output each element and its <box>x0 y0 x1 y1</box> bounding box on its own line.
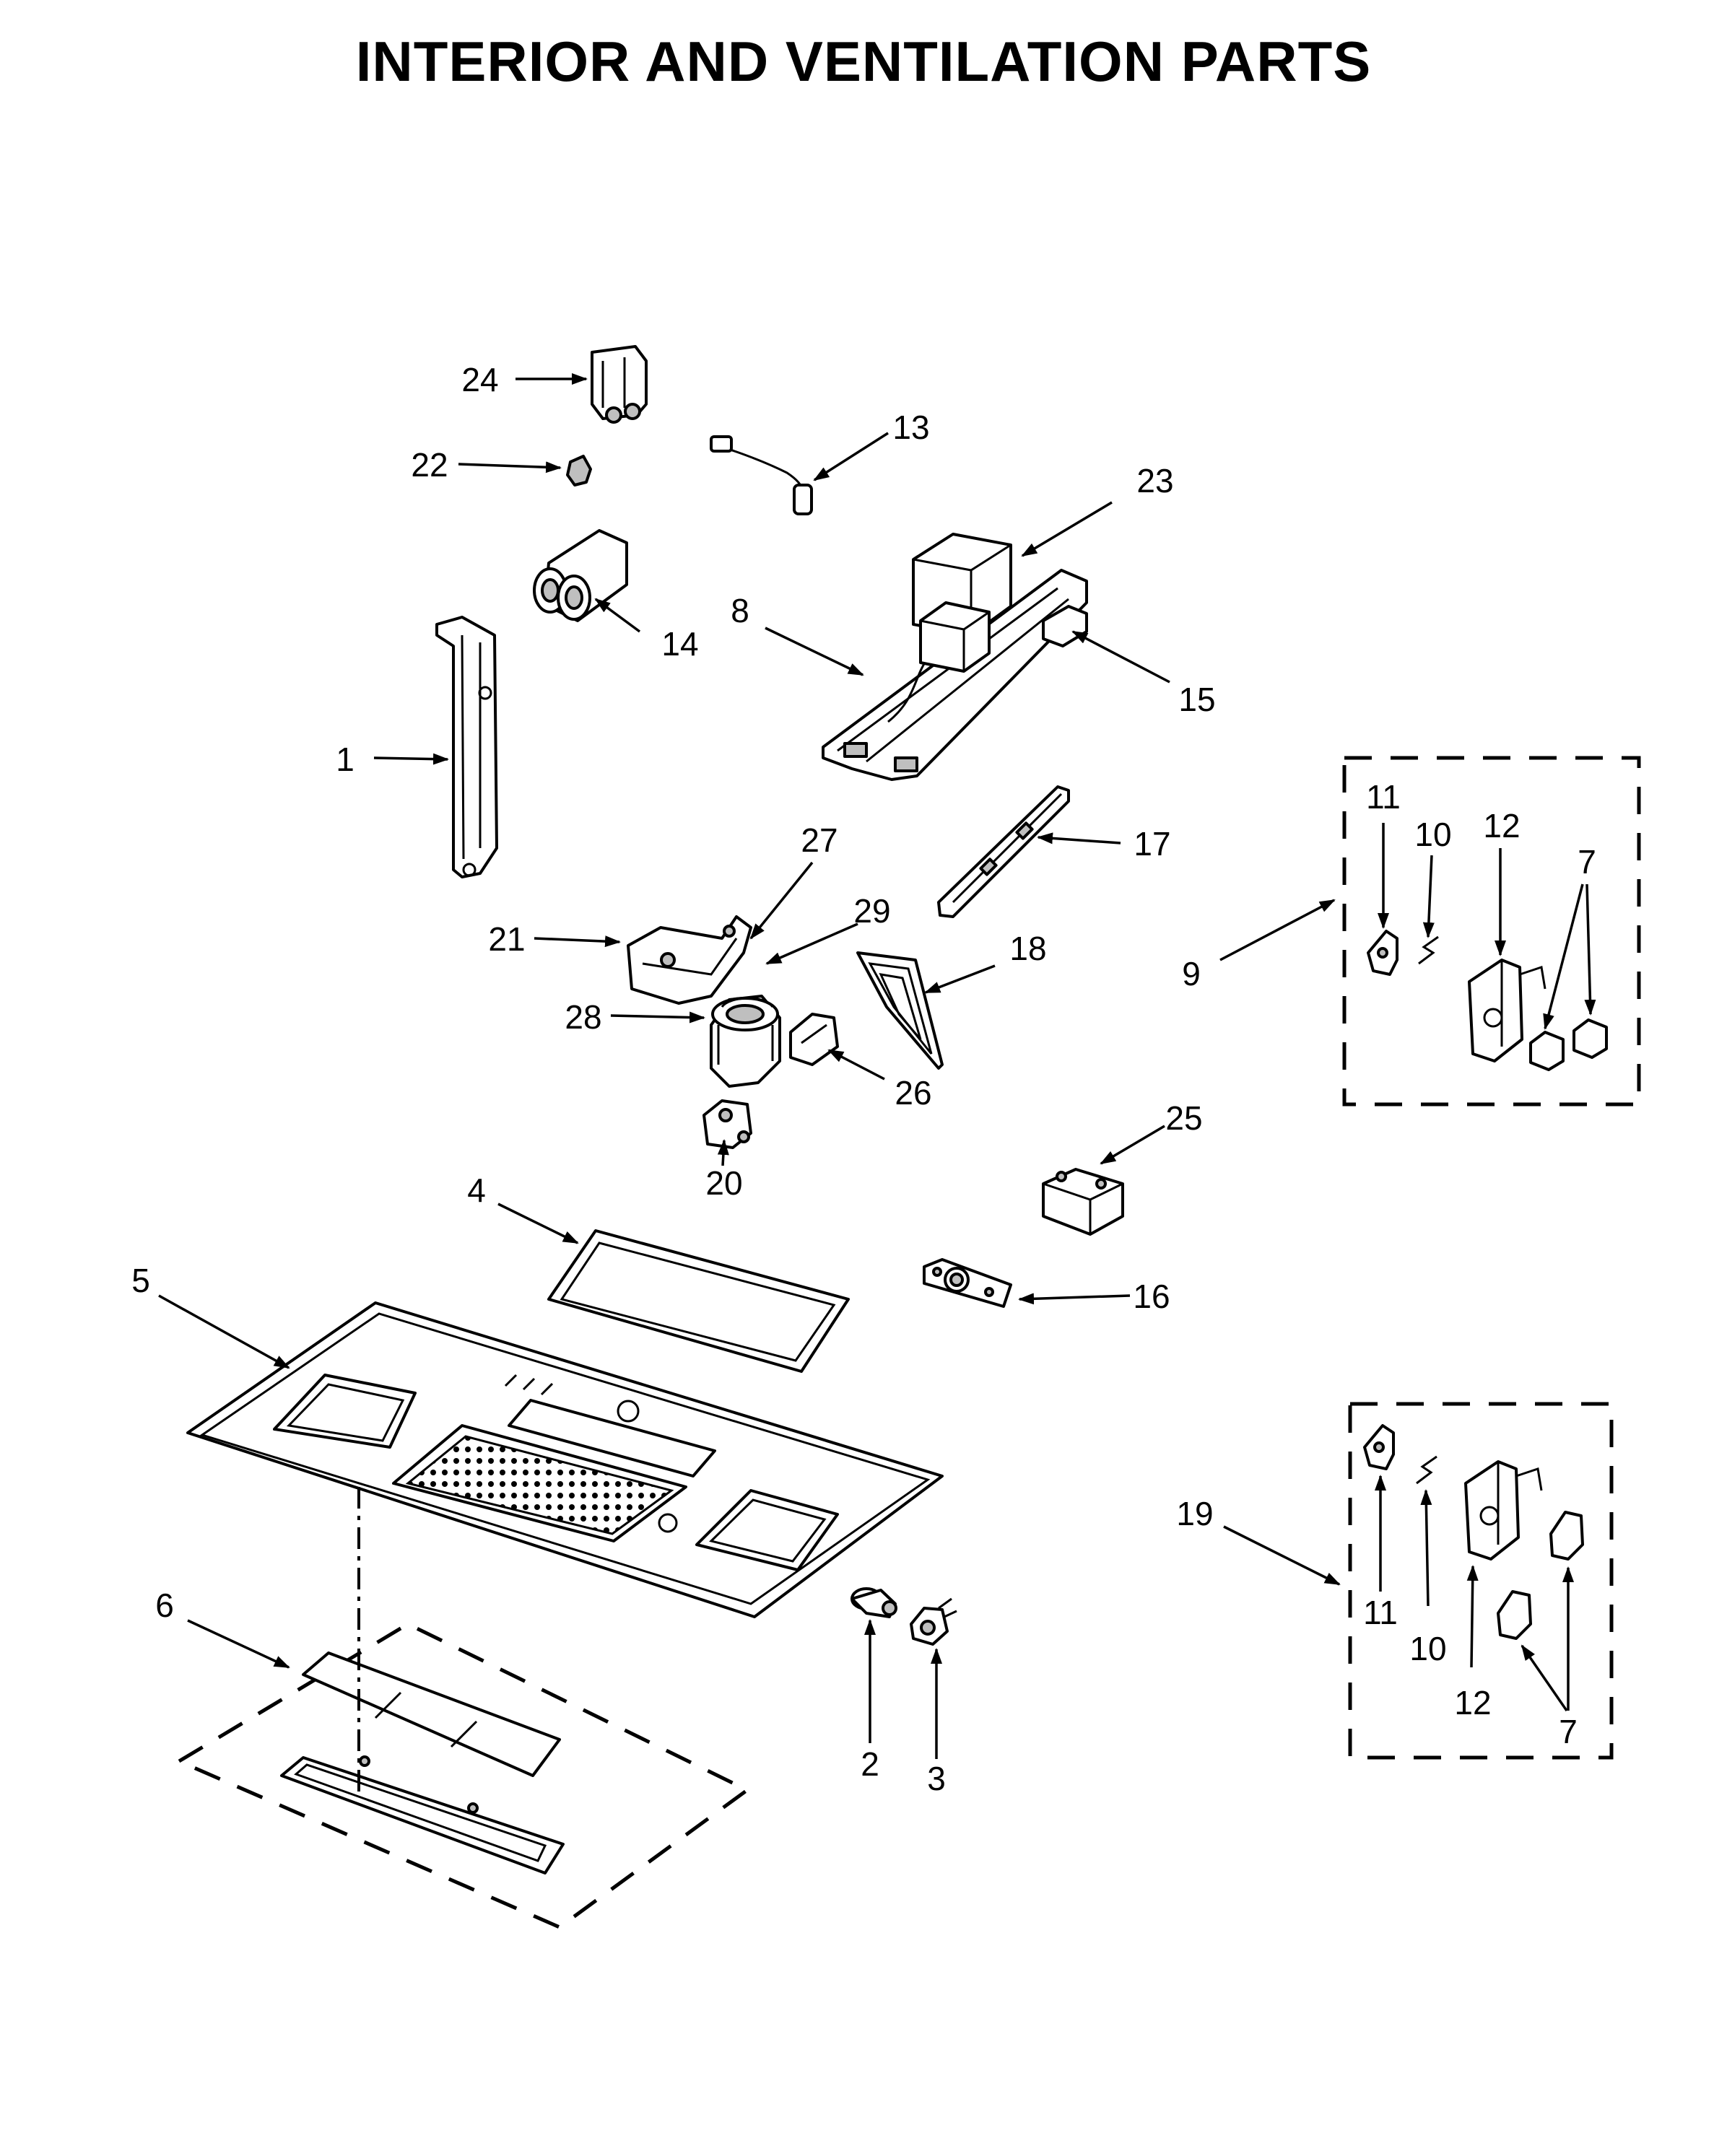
part-10-spring-b <box>1416 1455 1437 1485</box>
callout-5: 5 <box>131 1262 150 1299</box>
part-12-interlock-b <box>1464 1460 1543 1561</box>
part-14-capacitor <box>533 529 628 622</box>
callout-21: 21 <box>488 920 525 958</box>
callout-7-group19: 7 <box>1559 1713 1578 1750</box>
callout-23: 23 <box>1136 462 1173 499</box>
callout-25: 25 <box>1165 1099 1202 1137</box>
part-12-interlock-a <box>1468 959 1547 1062</box>
callout-22: 22 <box>411 446 448 484</box>
part-5-bottom-plate <box>186 1301 944 1618</box>
part-22-small-clip <box>566 455 592 486</box>
part-26-holder <box>789 1013 839 1066</box>
callout-13: 13 <box>892 409 929 446</box>
part-7-switch-b2 <box>1497 1590 1532 1640</box>
part-18-frame <box>856 951 944 1070</box>
callout-2: 2 <box>861 1745 879 1783</box>
callout-12-group9: 12 <box>1483 807 1520 844</box>
callout-20: 20 <box>705 1164 742 1202</box>
part-13-wire <box>710 435 813 515</box>
callout-19: 19 <box>1176 1495 1213 1532</box>
part-27-motor-ring <box>721 997 774 1008</box>
callout-8: 8 <box>731 592 749 629</box>
callout-6: 6 <box>155 1587 174 1624</box>
part-2-socket <box>851 1587 897 1618</box>
callout-17: 17 <box>1134 825 1170 863</box>
callout-26: 26 <box>895 1074 931 1112</box>
callout-labels: 24 22 13 23 14 8 15 1 17 27 29 18 21 28 … <box>131 361 1596 1797</box>
callout-1: 1 <box>336 741 354 778</box>
part-7-switch-b1 <box>1549 1511 1584 1561</box>
callout-29: 29 <box>853 892 890 930</box>
part-23-transformer <box>912 533 1012 673</box>
part-1-bracket <box>435 616 498 878</box>
callout-27: 27 <box>801 821 838 859</box>
part-4-filter <box>547 1229 850 1373</box>
group-19-box <box>1348 1402 1614 1760</box>
part-7-switch-a2 <box>1572 1018 1608 1059</box>
part-7-switch-a1 <box>1529 1031 1565 1071</box>
part-11-lever-a <box>1367 930 1398 976</box>
part-3-socket <box>910 1597 957 1646</box>
callout-11-group9: 11 <box>1366 778 1401 816</box>
callout-18: 18 <box>1009 930 1046 967</box>
part-24-clip <box>591 345 648 424</box>
group-9-box <box>1342 756 1641 1107</box>
callout-24: 24 <box>461 361 498 398</box>
callout-3: 3 <box>927 1760 946 1797</box>
part-10-spring-a <box>1418 935 1439 965</box>
part-25-box <box>1042 1168 1124 1236</box>
part-17-bar <box>937 785 1070 918</box>
callout-9: 9 <box>1182 955 1201 992</box>
callout-10-group9: 10 <box>1414 816 1451 853</box>
callout-16: 16 <box>1133 1278 1170 1315</box>
part-28-motor-housing <box>710 995 781 1088</box>
callout-10-group19: 10 <box>1409 1630 1446 1667</box>
callout-7-group9: 7 <box>1578 843 1596 881</box>
part-16-lamp-plate <box>923 1258 1012 1308</box>
part-11-lever-b <box>1363 1424 1395 1470</box>
part-6-filter-assembly <box>175 1622 751 1929</box>
part-20-switch <box>702 1099 752 1149</box>
callout-15: 15 <box>1178 681 1215 718</box>
callout-11-group19: 11 <box>1363 1594 1398 1631</box>
part-21-bracket <box>627 915 752 1005</box>
leader-lines <box>158 373 1596 1759</box>
callout-28: 28 <box>565 998 601 1036</box>
callout-12-group19: 12 <box>1454 1684 1491 1721</box>
callout-14: 14 <box>661 625 698 663</box>
callout-4: 4 <box>467 1171 486 1209</box>
diagram-title: INTERIOR AND VENTILATION PARTS <box>355 30 1372 93</box>
